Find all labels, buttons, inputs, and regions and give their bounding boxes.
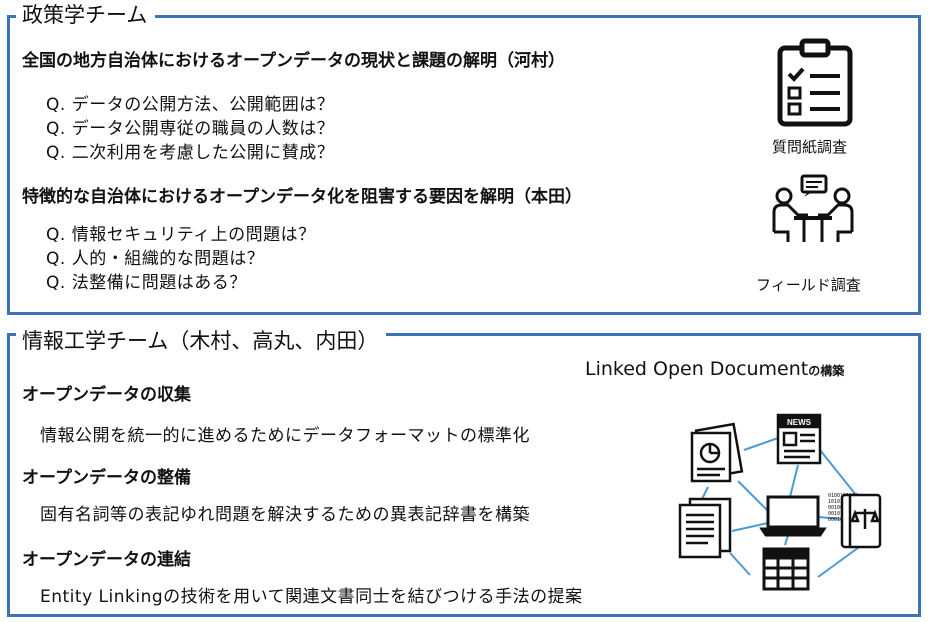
field-caption: フィールド調査 (756, 276, 861, 294)
news-label: NEWS (787, 418, 812, 427)
topic2-heading: 特徴的な自治体におけるオープンデータ化を阻害する要因を解明（本田） (22, 187, 582, 207)
topic2-question: Q. 法整備に問題はある？ (46, 273, 247, 293)
section-desc: 情報公開を統一的に進めるためにデータフォーマットの標準化 (40, 426, 530, 446)
policy-team-panel (7, 15, 921, 315)
topic1-question: Q. データ公開専従の職員の人数は？ (46, 119, 335, 139)
meeting-people-icon (772, 174, 854, 242)
text-document-icon (678, 497, 732, 559)
section-heading: オープンデータの整備 (22, 468, 191, 488)
network-connection-lines (699, 437, 863, 578)
topic1-heading: 全国の地方自治体におけるオープンデータの現状と課題の解明（河村） (22, 51, 565, 71)
questionnaire-caption: 質問紙調査 (772, 138, 848, 156)
news-document-icon (776, 413, 822, 465)
section-heading: オープンデータの連結 (22, 550, 191, 570)
topic2-question: Q. 情報セキュリティ上の問題は？ (46, 225, 316, 245)
svg-text:0010010: 0010010 (828, 505, 849, 511)
topic2-question: Q. 人的・組織的な問題は？ (46, 249, 265, 269)
svg-text:00101001: 00101001 (828, 511, 852, 517)
lod-title: Linked Open Documentの構築 (585, 358, 845, 380)
info-team-title: 情報工学チーム（木村、高丸、内田） (16, 327, 387, 355)
policy-team-title: 政策学チーム (16, 1, 156, 29)
laptop-icon (759, 495, 827, 537)
topic1-question: Q. 二次利用を考慮した公開に賛成？ (46, 143, 335, 163)
law-book-icon (840, 493, 882, 549)
section-desc: 固有名詞等の表記ゆれ問題を解決するための異表記辞書を構築 (40, 505, 530, 525)
spreadsheet-icon (762, 547, 810, 591)
report-document-icon (690, 422, 744, 483)
svg-text:00010: 00010 (828, 517, 843, 523)
section-desc: Entity Linkingの技術を用いて関連文書同士を結びつける手法の提案 (40, 587, 583, 607)
clipboard-checklist-icon (777, 38, 853, 127)
document-network-diagram: NEWS 0100101010 101010010 0010010 001010… (678, 413, 882, 591)
section-heading: オープンデータの収集 (22, 385, 191, 405)
topic1-question: Q. データの公開方法、公開範囲は？ (46, 95, 335, 115)
info-team-panel (7, 333, 921, 617)
